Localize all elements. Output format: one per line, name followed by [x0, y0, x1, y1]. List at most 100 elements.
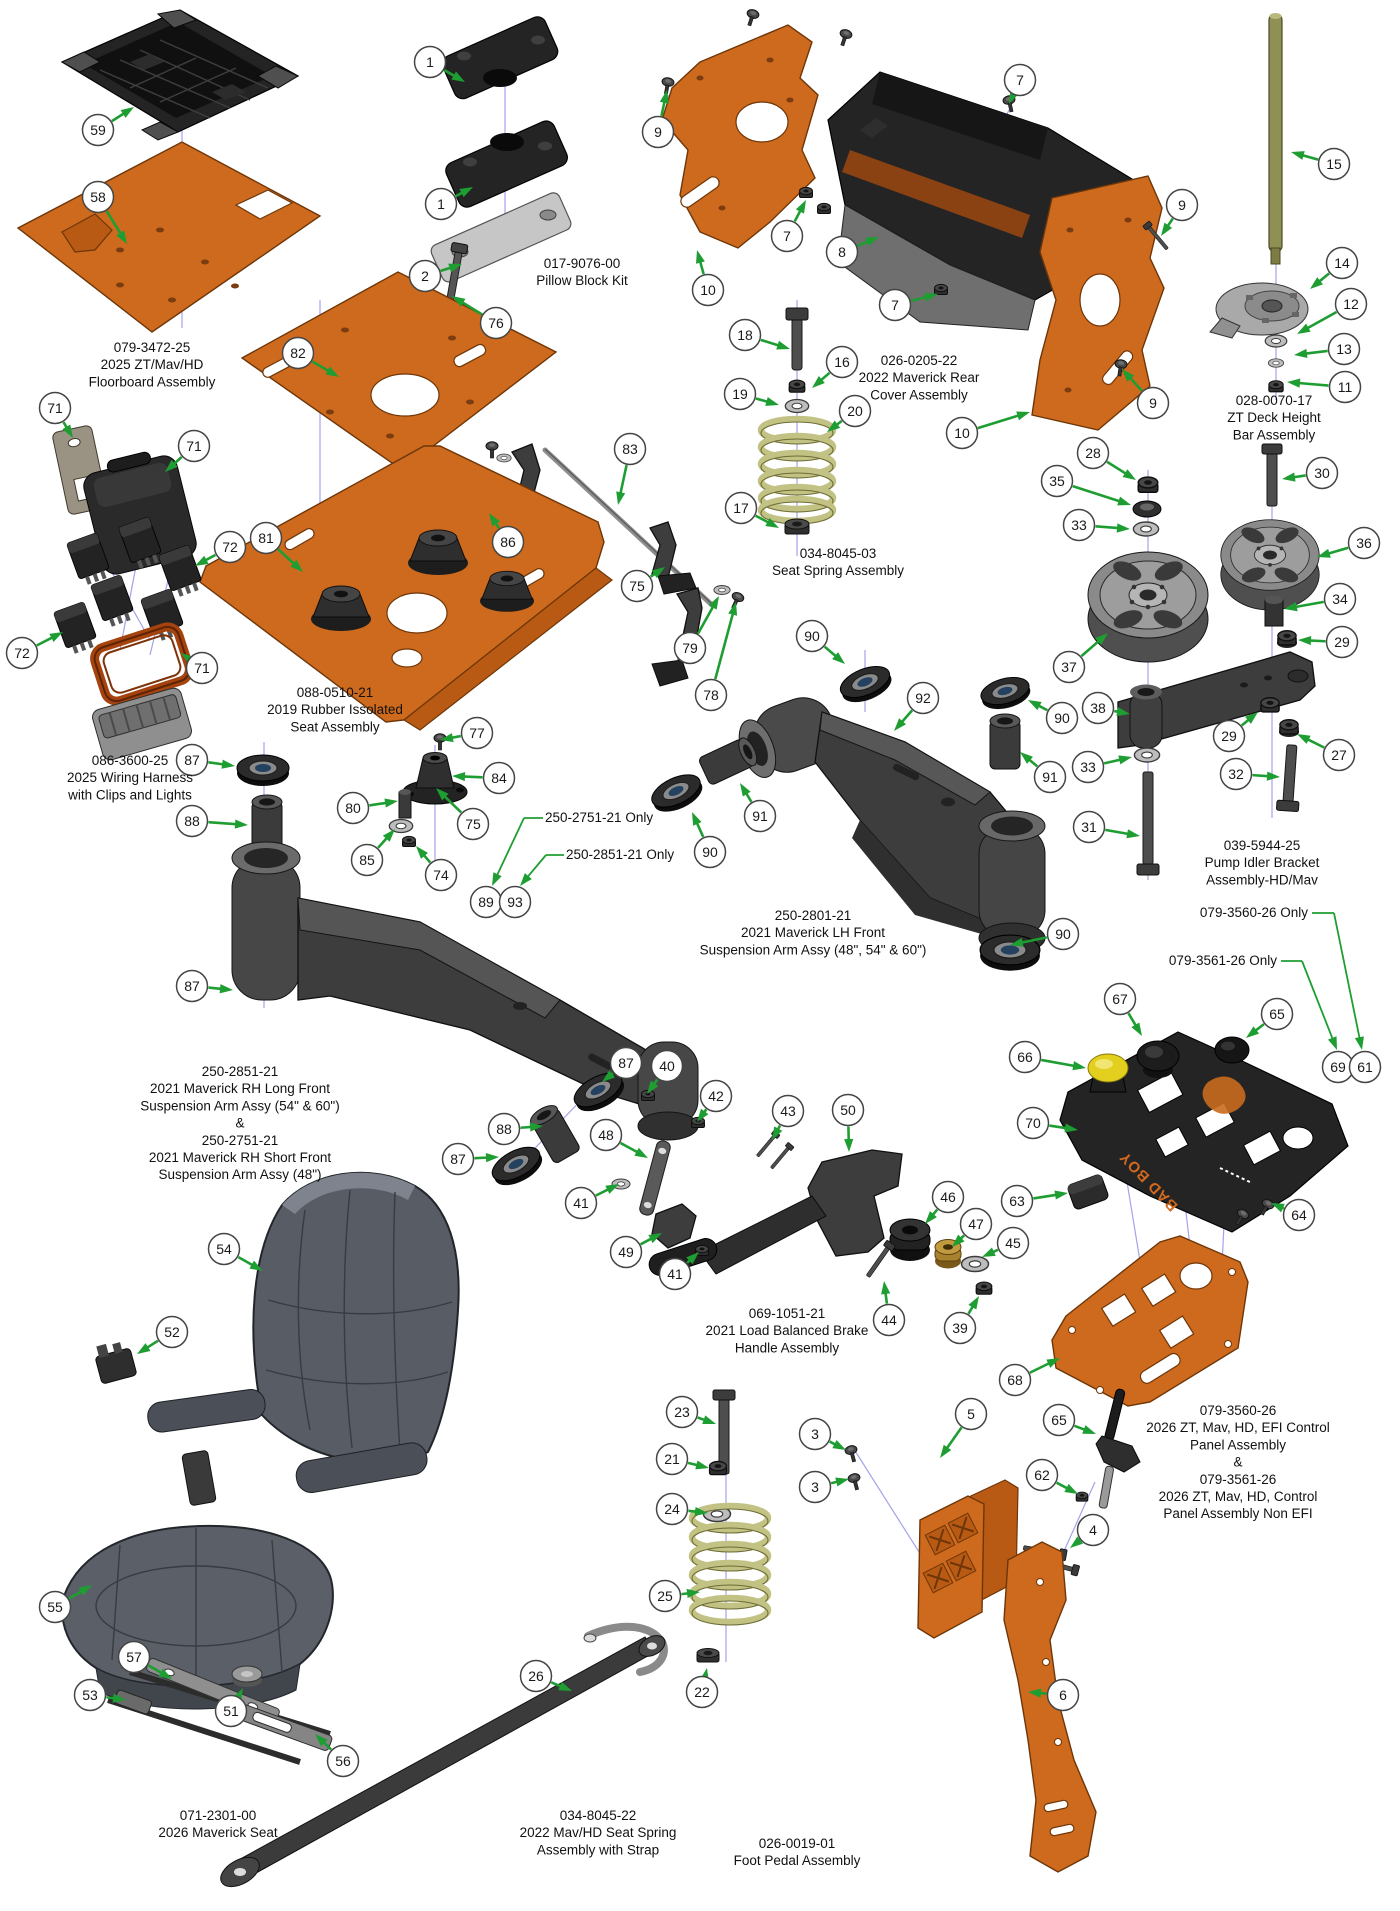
callout-78-circle — [694, 678, 728, 712]
callout-1: 1 — [424, 187, 458, 221]
callout-90-arrow-line — [1019, 936, 1048, 945]
callout-8-number: 8 — [838, 244, 846, 260]
callout-9-arrow-line — [1165, 217, 1174, 229]
callout-79-circle — [673, 631, 707, 665]
callout-36-number: 36 — [1356, 535, 1372, 551]
callout-12: 12 — [1334, 287, 1368, 321]
callout-32-arrow-head — [1266, 771, 1280, 781]
callout-2: 2 — [408, 259, 442, 293]
callout-57-arrow-head — [158, 1668, 172, 1679]
callout-7-circle — [1003, 63, 1037, 97]
callout-67: 67 — [1103, 982, 1137, 1016]
callout-4-arrow-head — [1070, 1536, 1084, 1548]
callout-88-circle — [175, 804, 209, 838]
callout-65-arrow-line — [1073, 1424, 1088, 1432]
callout-13-arrow-line — [1303, 349, 1328, 356]
callout-29: 29 — [1325, 625, 1359, 659]
callout-71-circle — [177, 429, 211, 463]
callout-87: 87 — [175, 743, 209, 777]
callout-3-circle — [798, 1417, 832, 1451]
callout-75-circle — [456, 807, 490, 841]
callout-27-arrow-line — [1305, 737, 1325, 749]
callout-25: 25 — [648, 1579, 682, 1613]
callout-90: 90 — [795, 619, 829, 653]
callout-17: 17 — [724, 491, 758, 525]
callout-16-arrow-head — [812, 376, 825, 388]
callout-85-arrow-head — [382, 829, 395, 842]
callout-54-circle — [207, 1232, 241, 1266]
callout-57-arrow-line — [147, 1664, 164, 1676]
callout-90: 90 — [693, 835, 727, 869]
callout-34: 34 — [1323, 582, 1357, 616]
callout-29-number: 29 — [1221, 728, 1237, 744]
callout-72: 72 — [5, 636, 39, 670]
label-leader-lines — [492, 817, 1364, 1050]
callout-21-circle — [655, 1442, 689, 1476]
callout-88-arrow-head — [234, 819, 248, 829]
callout-20-number: 20 — [847, 403, 863, 419]
callout-19-arrow-line — [755, 397, 770, 404]
callout-7: 7 — [878, 288, 912, 322]
callout-56-circle — [326, 1744, 360, 1778]
callout-71-arrow-head — [181, 653, 195, 665]
callout-57-circle — [117, 1640, 151, 1674]
callout-87: 87 — [441, 1142, 475, 1176]
callout-75-arrow-head — [651, 567, 665, 579]
callout-90-arrow-line — [823, 645, 839, 659]
callout-63-arrow-line — [1033, 1193, 1059, 1200]
callout-52: 52 — [155, 1315, 189, 1349]
callout-56-number: 56 — [335, 1753, 351, 1769]
callout-16-number: 16 — [834, 354, 850, 370]
callout-34-arrow-head — [1284, 602, 1298, 612]
callout-15: 15 — [1317, 147, 1351, 181]
callout-15-arrow-line — [1300, 153, 1319, 161]
leader-to-89-line — [495, 817, 525, 878]
callout-35: 35 — [1040, 464, 1074, 498]
callout-74-arrow-line — [421, 852, 432, 864]
callout-78: 78 — [694, 678, 728, 712]
callout-91-arrow-line — [1026, 757, 1039, 768]
callout-61-number: 61 — [1357, 1059, 1373, 1075]
callout-90-circle — [795, 619, 829, 653]
callout-18: 18 — [728, 318, 762, 352]
callout-9-number: 9 — [1178, 197, 1186, 213]
callout-19-circle — [723, 377, 757, 411]
callout-86-arrow-line — [493, 520, 501, 529]
callout-15-number: 15 — [1326, 156, 1342, 172]
callout-88-arrow-head — [529, 1122, 543, 1132]
callout-80-arrow-line — [369, 801, 389, 807]
callout-81-arrow-head — [290, 559, 303, 572]
callout-30-arrow-head — [1282, 472, 1296, 482]
callout-80-number: 80 — [345, 800, 361, 816]
callout-56-arrow-head — [315, 1734, 328, 1747]
callout-77-circle — [460, 716, 494, 750]
callout-90-number: 90 — [1054, 710, 1070, 726]
choke-knob — [1136, 1040, 1180, 1078]
callout-64-circle — [1282, 1198, 1316, 1232]
pillow-block-upper — [441, 16, 559, 100]
callout-75-number: 75 — [465, 816, 481, 832]
callout-3-arrow-head — [835, 1477, 849, 1487]
callout-23-arrow-line — [697, 1416, 708, 1422]
callout-64-number: 64 — [1291, 1207, 1307, 1223]
callout-39: 39 — [943, 1311, 977, 1345]
callout-65-number: 65 — [1269, 1006, 1285, 1022]
callout-27: 27 — [1322, 738, 1356, 772]
callout-10-circle — [691, 273, 725, 307]
callout-19-number: 19 — [732, 386, 748, 402]
callout-1-arrow-line — [443, 69, 457, 79]
callout-40-number: 40 — [659, 1058, 675, 1074]
callout-8-arrow-head — [865, 237, 879, 247]
callout-90-arrow-head — [1010, 937, 1024, 947]
callout-13-arrow-head — [1294, 348, 1308, 359]
callout-90-circle — [693, 835, 727, 869]
callout-49-arrow-line — [639, 1236, 654, 1246]
callout-40-arrow-line — [651, 1078, 659, 1087]
callout-17-arrow-head — [765, 517, 779, 528]
callout-85-arrow-line — [377, 835, 390, 849]
callout-87-arrow-head — [602, 1070, 616, 1082]
callout-65-arrow-head — [1246, 1026, 1260, 1038]
callout-90-number: 90 — [702, 844, 718, 860]
callout-5-circle — [954, 1397, 988, 1431]
callout-50-arrow-head — [844, 1138, 854, 1152]
